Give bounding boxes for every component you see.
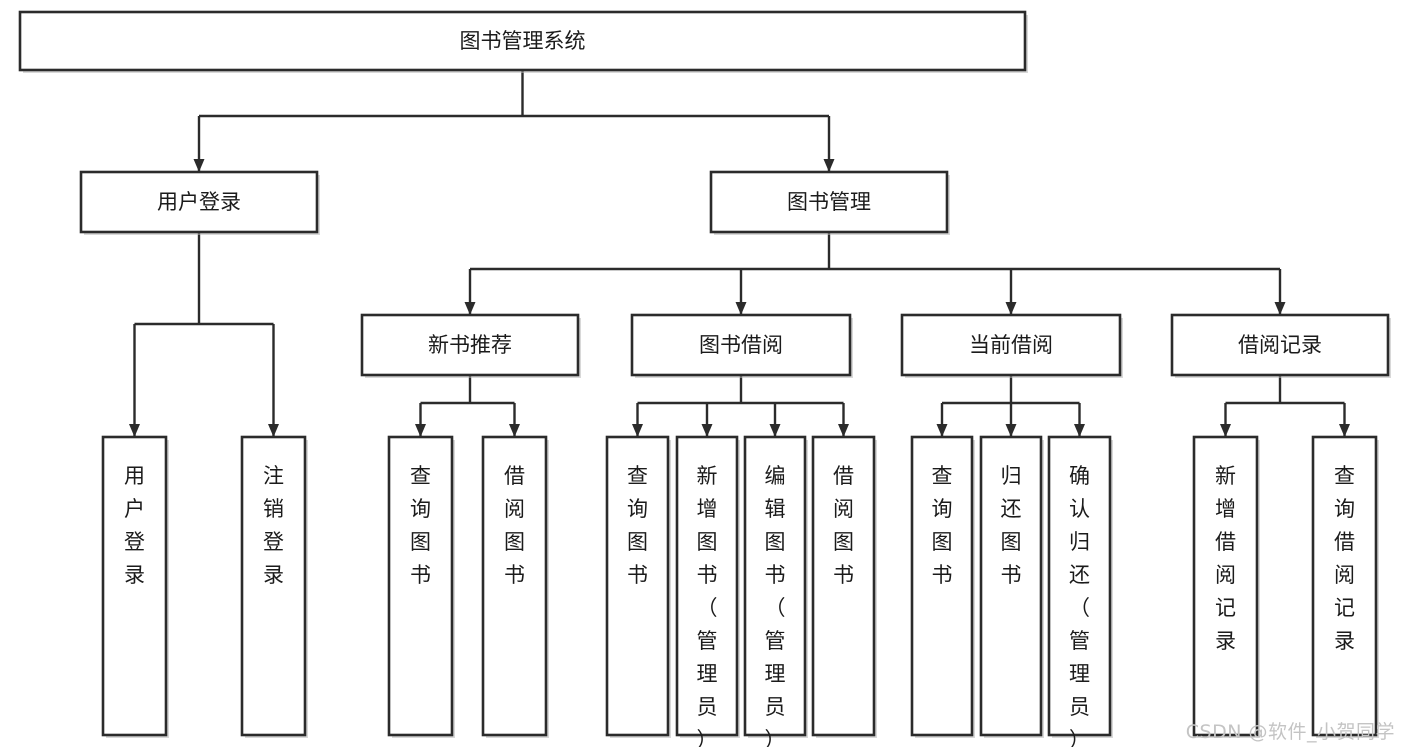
node-login[interactable]: 用户登录 bbox=[79, 170, 320, 235]
node-current[interactable]: 当前借阅 bbox=[900, 313, 1123, 378]
node-label: 确认归还（管理员） bbox=[1069, 464, 1090, 747]
node-label: 借阅记录 bbox=[1238, 333, 1322, 357]
node-leaf-new-query[interactable]: 查询图书 bbox=[387, 435, 455, 738]
node-label: 新书推荐 bbox=[428, 333, 512, 357]
node-borrow[interactable]: 图书借阅 bbox=[630, 313, 853, 378]
node-leaf-borrow-edit[interactable]: 编辑图书（管理员） bbox=[743, 435, 808, 752]
node-leaf-current-return[interactable]: 归还图书 bbox=[979, 435, 1044, 738]
node-label: 编辑图书（管理员） bbox=[765, 464, 786, 747]
node-root[interactable]: 图书管理系统 bbox=[18, 10, 1028, 73]
node-layer: 图书管理系统用户登录图书管理新书推荐图书借阅当前借阅借阅记录用户登录注销登录查询… bbox=[18, 10, 1391, 752]
node-leaf-current-query[interactable]: 查询图书 bbox=[910, 435, 975, 738]
node-label: 查询图书 bbox=[410, 464, 431, 587]
node-leaf-record-add[interactable]: 新增借阅记录 bbox=[1192, 435, 1260, 738]
node-leaf-user-login[interactable]: 用户登录 bbox=[101, 435, 169, 738]
node-leaf-current-confirm[interactable]: 确认归还（管理员） bbox=[1047, 435, 1113, 752]
node-leaf-record-query[interactable]: 查询借阅记录 bbox=[1311, 435, 1379, 738]
node-label: 查询图书 bbox=[932, 464, 953, 587]
node-label: 借阅图书 bbox=[833, 464, 854, 587]
node-label: 借阅图书 bbox=[504, 464, 525, 587]
node-record[interactable]: 借阅记录 bbox=[1170, 313, 1391, 378]
node-label: 当前借阅 bbox=[969, 333, 1053, 357]
node-newbook[interactable]: 新书推荐 bbox=[360, 313, 581, 378]
node-label: 图书管理 bbox=[787, 190, 871, 214]
node-leaf-user-logout[interactable]: 注销登录 bbox=[240, 435, 308, 738]
node-bookmgmt[interactable]: 图书管理 bbox=[709, 170, 950, 235]
node-leaf-new-borrow[interactable]: 借阅图书 bbox=[481, 435, 549, 738]
node-label: 查询借阅记录 bbox=[1334, 464, 1355, 653]
node-label: 用户登录 bbox=[157, 190, 241, 214]
node-label: 新增图书（管理员） bbox=[697, 464, 718, 747]
node-label: 新增借阅记录 bbox=[1215, 464, 1236, 653]
connector-layer bbox=[129, 70, 1350, 437]
node-label: 图书管理系统 bbox=[460, 29, 586, 53]
node-label: 查询图书 bbox=[627, 464, 648, 587]
node-label: 用户登录 bbox=[124, 464, 145, 587]
csdn-watermark: CSDN @软件_小贺同学 bbox=[1185, 721, 1395, 743]
node-label: 注销登录 bbox=[263, 464, 284, 587]
node-label: 图书借阅 bbox=[699, 333, 783, 357]
node-leaf-borrow-add[interactable]: 新增图书（管理员） bbox=[675, 435, 740, 752]
node-leaf-borrow-lend[interactable]: 借阅图书 bbox=[811, 435, 877, 738]
node-leaf-borrow-query[interactable]: 查询图书 bbox=[605, 435, 671, 738]
node-label: 归还图书 bbox=[1001, 464, 1022, 587]
